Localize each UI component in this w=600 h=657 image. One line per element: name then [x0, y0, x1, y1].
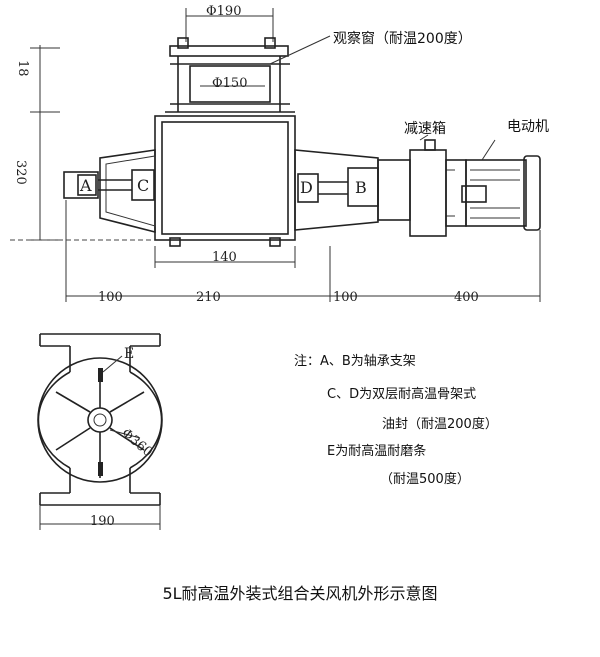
observation-window-label: 观察窗（耐温200度）	[333, 31, 472, 47]
dim-seg-3: 100	[333, 290, 358, 305]
figure-caption: 5L耐高温外装式组合关风机外形示意图	[162, 584, 438, 603]
horizontal-dimensions	[10, 200, 541, 302]
note-line-3: 油封（耐温200度）	[382, 417, 498, 432]
note-line-2: C、D为双层耐高温骨架式	[327, 387, 477, 402]
dim-seg-4: 400	[454, 290, 479, 305]
reducer-label: 减速箱	[404, 121, 446, 137]
dim-flange-width: 190	[90, 514, 115, 529]
dim-seg-1: 100	[98, 290, 123, 305]
part-c-label: C	[137, 176, 150, 195]
part-b-label: B	[355, 178, 367, 197]
note-line-5: （耐温500度）	[380, 472, 470, 487]
part-d-label: D	[300, 178, 313, 197]
part-a-label: A	[80, 176, 92, 195]
motor	[445, 139, 541, 231]
dim-body-height: 320	[13, 160, 28, 185]
dim-top-width: Φ190	[206, 4, 242, 19]
vertical-dimensions	[30, 45, 60, 241]
observation-window-assembly	[165, 8, 331, 113]
part-e-label: E	[124, 346, 135, 362]
dim-left-height: 18	[15, 60, 30, 77]
reducer	[377, 139, 455, 237]
note-line-4: E为耐高温耐磨条	[327, 444, 427, 459]
dim-window-dia: Φ150	[212, 76, 248, 91]
motor-label: 电动机	[507, 119, 549, 135]
dim-body-width: 140	[212, 250, 237, 265]
left-bearing-assembly	[63, 149, 156, 234]
dim-seg-2: 210	[196, 290, 221, 305]
cross-section-view	[37, 333, 163, 530]
main-housing	[154, 115, 296, 247]
note-line-1: 注：A、B为轴承支架	[294, 354, 416, 369]
